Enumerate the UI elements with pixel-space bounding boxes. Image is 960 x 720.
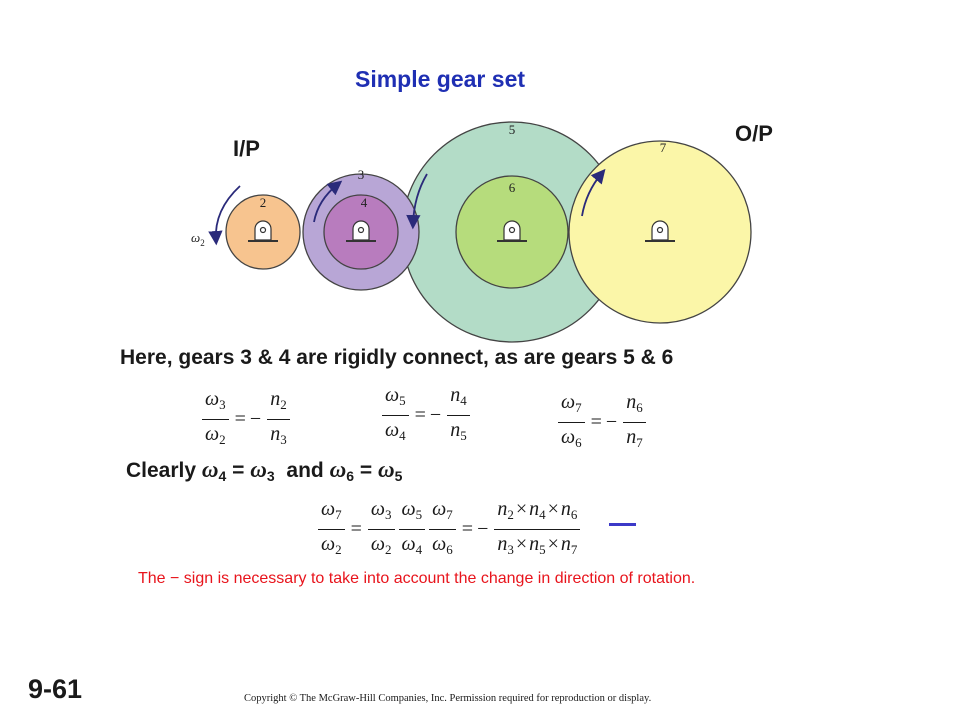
bearing-icon	[645, 220, 675, 242]
rotation-arrow-icon	[313, 180, 343, 223]
sign-note: The − sign is necessary to take into acc…	[138, 570, 696, 587]
clearly-statement: Clearly ω4 = ω3 and ω6 = ω5	[126, 457, 403, 484]
bearing-icon	[346, 220, 376, 242]
gear-diagram: 2 3 4 5 6 7 ω2	[191, 121, 752, 343]
bearing-icon	[497, 220, 527, 242]
gear-label-4: 4	[361, 195, 368, 210]
input-label: I/P	[233, 136, 260, 161]
slide-number: 9-61	[28, 674, 83, 704]
annotation-mark	[609, 523, 636, 526]
rotation-arrow-icon	[208, 185, 241, 246]
gear-label-5: 5	[509, 122, 516, 137]
rotation-arrow-icon	[581, 168, 606, 217]
gear-label-7: 7	[660, 140, 667, 155]
copyright-notice: Copyright © The McGraw-Hill Companies, I…	[244, 693, 652, 704]
gear-label-2: 2	[260, 195, 267, 210]
output-label: O/P	[735, 121, 773, 146]
gear-label-6: 6	[509, 180, 516, 195]
omega-2-label: ω2	[191, 230, 205, 248]
slide-title: Simple gear set	[355, 66, 526, 92]
rigid-connection-statement: Here, gears 3 & 4 are rigidly connect, a…	[120, 346, 674, 369]
rotation-arrow-icon	[406, 173, 428, 230]
bearing-icon	[248, 220, 278, 242]
gear-label-3: 3	[358, 167, 365, 182]
